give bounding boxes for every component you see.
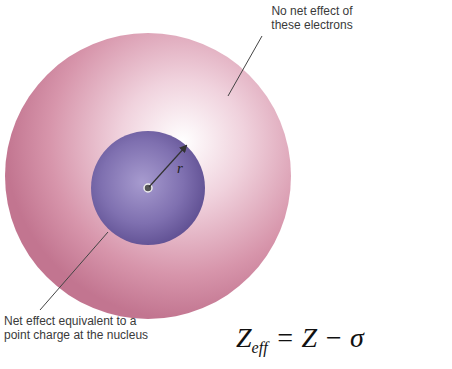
- radius-label: r: [177, 160, 183, 176]
- inner-electron-sphere: [91, 131, 205, 245]
- equation: Zeff = Z − σ: [236, 322, 364, 364]
- outer-electron-shell: [5, 33, 291, 319]
- equation-symbol: Z: [236, 322, 252, 353]
- leader-line: [228, 36, 262, 96]
- equation-subscript: eff: [252, 339, 268, 356]
- equation-rhs: = Z − σ: [276, 322, 364, 353]
- radius-arrow: [149, 146, 186, 187]
- callout-label: No net effect of these electrons: [262, 4, 362, 32]
- callout-label: Net effect equivalent to a point charge …: [4, 314, 150, 342]
- leader-line: [40, 232, 108, 310]
